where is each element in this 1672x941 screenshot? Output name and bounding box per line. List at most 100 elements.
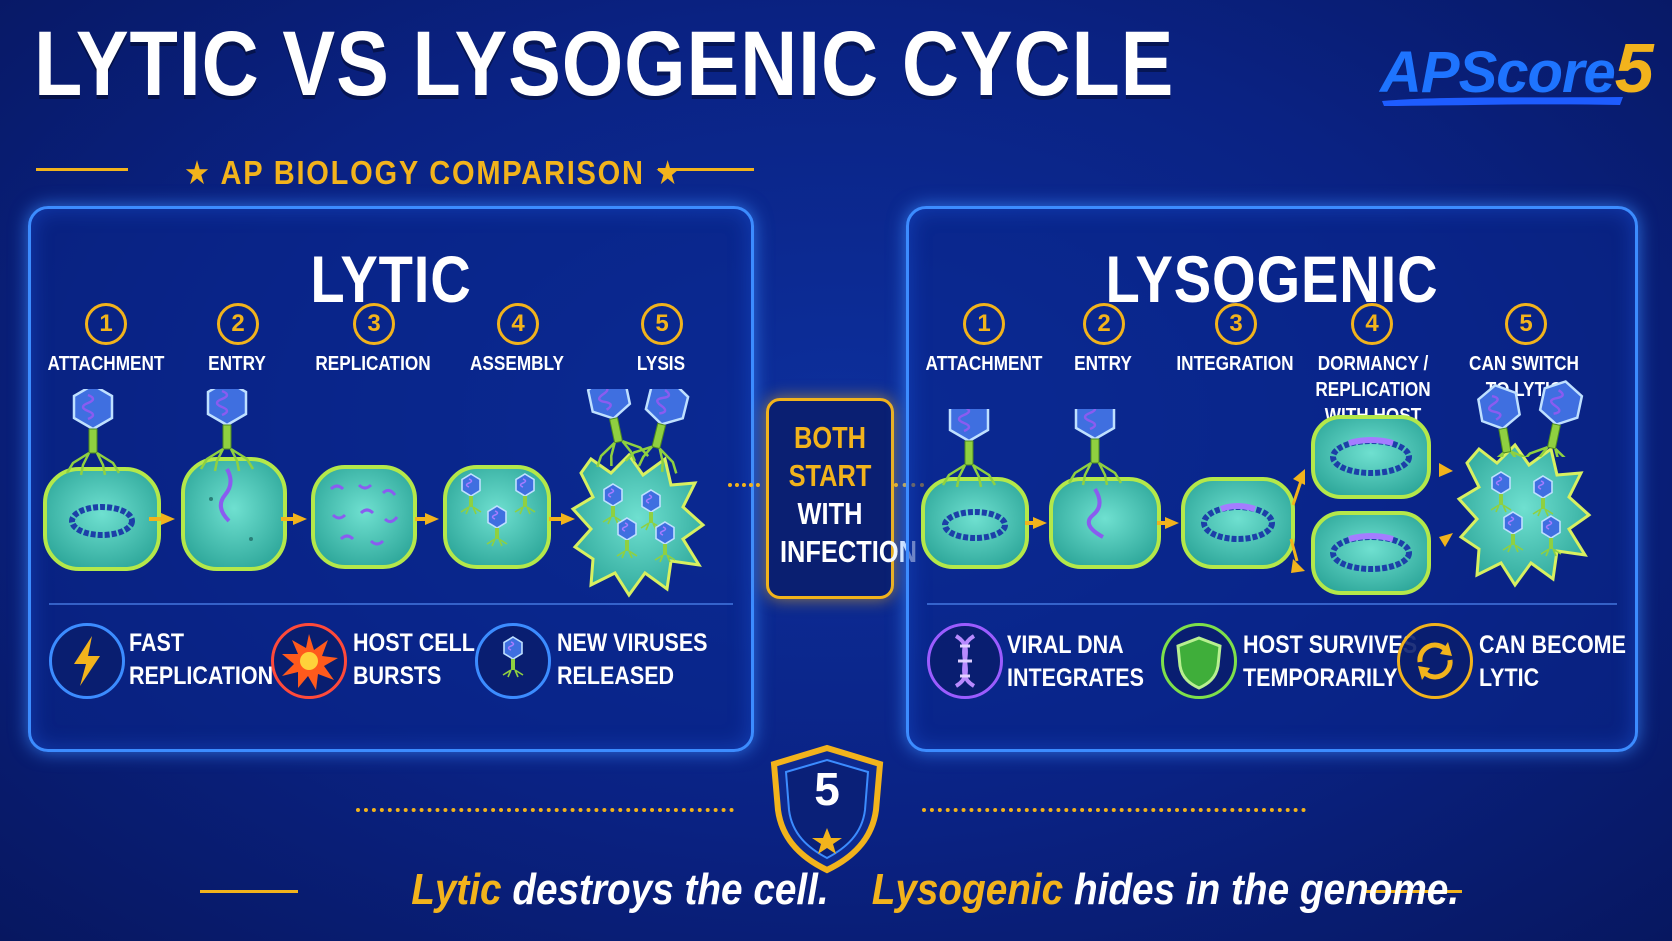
lytic-step-number: 3 [353, 303, 395, 345]
lysogenic-step-number: 2 [1083, 303, 1125, 345]
brand-logo: APScore5 [1380, 24, 1654, 108]
arrow-icon [1291, 559, 1305, 573]
bottom-rule-left [200, 890, 298, 893]
lytic-step-label: ASSEMBLY [469, 353, 564, 375]
lysogenic-entry-illustration [1049, 409, 1161, 569]
bacteriophage-icon [1067, 409, 1123, 487]
feature-line: TEMPORARILY [1243, 664, 1398, 692]
arrow-icon [1439, 533, 1453, 547]
feature-line: NEW VIRUSES [557, 629, 708, 657]
lysogenic-panel: LYSOGENIC 1 2 3 4 5 ATTACHMENT ENTRY INT… [906, 206, 1638, 752]
lysogenic-switch-illustration [1456, 442, 1592, 588]
cycle-arrows-icon [1397, 623, 1473, 699]
feature-line: REPLICATION [129, 662, 274, 690]
burst-icon [271, 623, 347, 699]
arrow-icon [1165, 517, 1179, 529]
arrow-icon [1293, 469, 1305, 485]
center-text: WITH [797, 496, 863, 531]
badge-number: 5 [814, 763, 840, 815]
logo-text: APScore [1380, 40, 1616, 105]
subtitle-rule-left [36, 168, 128, 171]
subtitle-rule-right [658, 168, 754, 171]
lytic-summary: destroys the cell. [501, 865, 829, 914]
feature-line: CAN BECOME [1479, 631, 1626, 659]
lytic-keyword: Lytic [411, 865, 502, 914]
lysogenic-released-phages [1468, 377, 1593, 457]
lytic-step-label: LYSIS [636, 353, 686, 375]
arrow-icon [1439, 463, 1453, 477]
lysogenic-attachment-illustration [921, 409, 1029, 569]
virus-icon [475, 623, 551, 699]
lysogenic-step-number: 5 [1505, 303, 1547, 345]
arrow-icon [1157, 521, 1167, 525]
logo-number: 5 [1614, 29, 1654, 107]
lysogenic-summary: hides in the genome. [1063, 865, 1460, 914]
arrow-icon [425, 513, 439, 525]
dotted-connector-left [728, 483, 760, 487]
bottom-rule-right [1366, 890, 1462, 893]
lytic-step-label: ATTACHMENT [47, 353, 165, 375]
dotted-rule-left [356, 808, 734, 812]
lysogenic-keyword: Lysogenic [871, 865, 1064, 914]
lytic-step-number: 4 [497, 303, 539, 345]
page-title: LYTIC VS LYSOGENIC CYCLE [34, 13, 1175, 115]
feature-line: RELEASED [557, 662, 675, 690]
lytic-feature-text: FAST REPLICATION [129, 627, 273, 693]
lysogenic-feature-text: CAN BECOME LYTIC [1479, 629, 1626, 695]
arrow-icon [281, 517, 295, 521]
lysogenic-step-label: INTEGRATION [1176, 353, 1294, 375]
lysogenic-step-number: 3 [1215, 303, 1257, 345]
arrow-icon [149, 517, 163, 521]
arrow-icon [549, 517, 563, 521]
lytic-feature-text: NEW VIRUSES RELEASED [557, 627, 708, 693]
summary-tagline: Lytic destroys the cell. Lysogenic hides… [411, 865, 1459, 915]
logo-brush-swoosh [1382, 97, 1623, 106]
feature-line: LYTIC [1479, 664, 1540, 692]
feature-line: BURSTS [353, 662, 442, 690]
lytic-step-number: 2 [217, 303, 259, 345]
center-text: BOTH [793, 420, 867, 455]
center-text: INFECTION [779, 534, 917, 569]
shield-icon [1161, 623, 1237, 699]
arrow-icon [561, 513, 575, 525]
lytic-title: LYTIC [310, 242, 472, 316]
lytic-assembly-illustration [443, 465, 551, 569]
lysogenic-step-number: 4 [1351, 303, 1393, 345]
panel-divider [927, 603, 1617, 605]
dna-icon [927, 623, 1003, 699]
lytic-panel: LYTIC 1 2 3 4 5 ATTACHMENT ENTRY REPLICA… [28, 206, 754, 752]
center-text: START [788, 458, 872, 493]
lytic-step-number: 5 [641, 303, 683, 345]
lysogenic-feature-text: HOST SURVIVES TEMPORARILY [1243, 629, 1417, 695]
feature-line: HOST SURVIVES [1243, 631, 1418, 659]
lytic-attachment-illustration [43, 389, 161, 571]
shared-start-box: BOTH START WITH INFECTION [766, 398, 917, 599]
arrow-icon [1033, 517, 1047, 529]
lytic-replication-illustration [311, 465, 417, 569]
bacteriophage-icon [941, 409, 997, 489]
feature-line: INTEGRATES [1007, 664, 1144, 692]
subtitle: ★ AP BIOLOGY COMPARISON ★ [184, 154, 683, 191]
lysogenic-diagram [921, 409, 1592, 595]
lysogenic-title: LYSOGENIC [1105, 242, 1439, 316]
lysogenic-step-label: ATTACHMENT [925, 353, 1043, 375]
feature-line: HOST CELL [353, 629, 475, 657]
arrow-icon [293, 513, 307, 525]
arrow-icon [1025, 521, 1035, 525]
lytic-lysis-illustration [570, 389, 706, 598]
lightning-icon [49, 623, 125, 699]
lytic-step-label: REPLICATION [315, 353, 431, 375]
lysogenic-feature-text: VIRAL DNA INTEGRATES [1007, 629, 1144, 695]
lytic-feature-text: HOST CELL BURSTS [353, 627, 475, 693]
lysogenic-step-number: 1 [963, 303, 1005, 345]
panel-divider [49, 603, 733, 605]
subtitle-bar: ★ AP BIOLOGY COMPARISON ★ [36, 150, 756, 191]
arrow-icon [415, 517, 427, 521]
lytic-step-label: ENTRY [208, 353, 266, 375]
feature-line: FAST [129, 629, 184, 657]
lytic-diagram [43, 389, 706, 598]
lysogenic-integration-illustration [1181, 477, 1295, 569]
bacteriophage-icon [65, 389, 121, 477]
lysogenic-step-label: ENTRY [1074, 353, 1132, 375]
lysogenic-dormancy-illustration [1311, 415, 1431, 595]
